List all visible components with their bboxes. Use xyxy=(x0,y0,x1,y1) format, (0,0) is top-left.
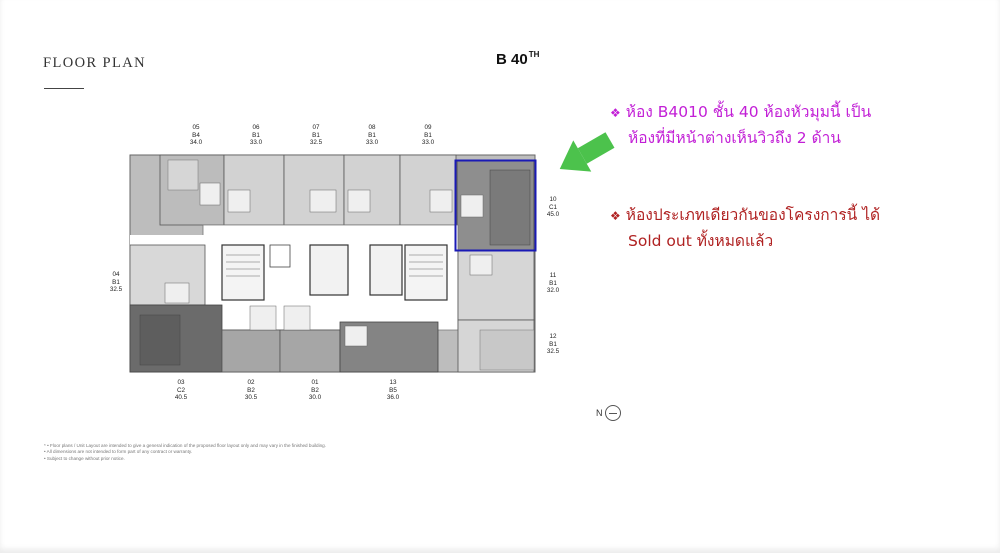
unit-02 xyxy=(221,329,281,373)
core-stair-west xyxy=(221,244,265,301)
unit-03-room xyxy=(139,314,181,366)
core-lift-2 xyxy=(309,244,349,296)
brand-title: FLOOR PLAN xyxy=(43,55,147,71)
note-2-line-1: ❖ห้องประเภทเดียวกันของโครงการนี้ ได้ xyxy=(610,206,881,224)
note-1-line-1: ❖ห้อง B4010 ชั้น 40 ห้องหัวมุมนี้ เป็น xyxy=(610,103,872,121)
unit-11 xyxy=(457,249,535,321)
unit-10-room xyxy=(489,169,531,246)
highlight-box-unit-10 xyxy=(454,159,537,252)
note-2-line-2: Sold out ทั้งหมดแล้ว xyxy=(628,232,774,250)
unit-01 xyxy=(279,329,341,373)
green-arrow-icon xyxy=(559,132,615,172)
bath-01 xyxy=(283,305,311,331)
brand-underline xyxy=(44,88,84,89)
bath-04 xyxy=(164,282,190,304)
disclaimer-footnote: * • Floor plans / Unit Layout are intend… xyxy=(44,443,326,461)
corridor-west xyxy=(130,235,205,245)
floor-label: B 40 xyxy=(496,51,528,68)
north-compass: N xyxy=(596,405,621,421)
unit-05-inner xyxy=(167,159,199,191)
bath-02 xyxy=(249,305,277,331)
compass-icon xyxy=(604,405,621,421)
unit-12-balcony xyxy=(479,329,535,371)
bath-10 xyxy=(460,194,484,218)
floor-suffix: TH xyxy=(528,50,540,59)
diamond-bullet-icon: ❖ xyxy=(610,106,621,120)
bath-08 xyxy=(347,189,371,213)
north-label: N xyxy=(596,408,603,418)
bath-05 xyxy=(199,182,221,206)
core-lift-3 xyxy=(369,244,403,296)
bath-06 xyxy=(227,189,251,213)
floor-title: B 40TH xyxy=(496,50,539,68)
diamond-bullet-icon: ❖ xyxy=(610,209,621,223)
bath-11 xyxy=(469,254,493,276)
stair-treads xyxy=(226,254,443,277)
bath-13 xyxy=(344,325,368,347)
note-1-line-2: ห้องที่มีหน้าต่างเห็นวิวถึง 2 ด้าน xyxy=(628,129,841,147)
core-lift-1 xyxy=(269,244,291,268)
bath-09 xyxy=(429,189,453,213)
core-stair-east xyxy=(404,244,448,301)
bath-07 xyxy=(309,189,337,213)
